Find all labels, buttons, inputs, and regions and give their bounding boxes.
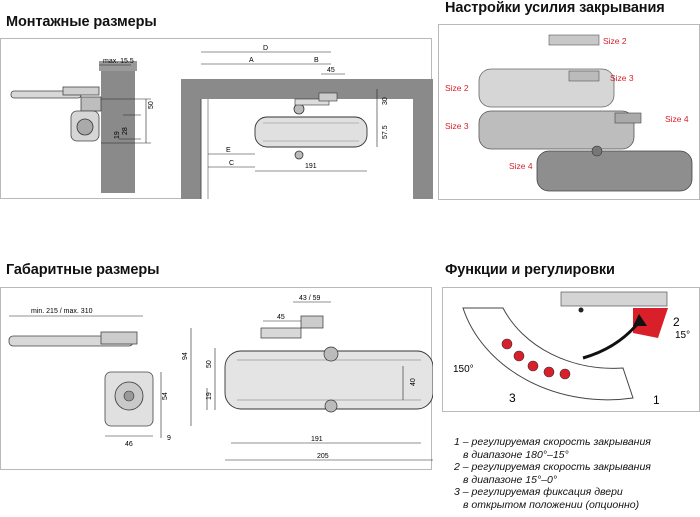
legend-line-6: в открытом положении (опционно) [463,498,640,511]
dim-40: 40 [410,378,417,386]
legend-line-4: в диапазоне 15°–0° [463,473,558,486]
dim-45-front: 45 [277,314,285,321]
mounting-dimensions-panel: max. 15.5 50 28 19 [0,38,433,199]
dim-D: D [263,45,268,52]
red-zone-15deg [633,308,668,338]
frame-top [99,61,137,71]
size-label-6: Size 4 [509,161,533,171]
legend-line-2: в диапазоне 180°–15° [463,448,569,461]
dim-9: 9 [167,435,171,442]
dim-19-front: 19 [206,392,213,400]
dim-94: 94 [182,352,189,360]
dim-50: 50 [148,101,155,109]
force-settings-diagram: Size 2 Size 2 Size 3 Size 3 Size 4 Size … [445,34,693,192]
side-arm-assembly [10,86,102,142]
size-label-4: Size 3 [445,121,469,131]
dim-C: C [229,160,234,167]
dim-50-front: 50 [206,360,213,368]
dim-191-top: 191 [305,163,317,170]
mounting-diagram: max. 15.5 50 28 19 [10,45,433,199]
title-overall-dimensions: Габаритные размеры [6,262,160,278]
dim-57-5: 57.5 [382,125,389,139]
dim-max-15-5: max. 15.5 [103,58,134,65]
angle-15: 15° [675,330,690,341]
functions-panel: 150° 15° 2 1 3 [442,287,700,412]
dim-46: 46 [125,441,133,448]
closing-arrow [582,321,641,360]
dim-B: B [314,57,319,64]
dim-205: 205 [317,453,329,460]
side-closer [8,331,154,427]
title-closing-force-settings: Настройки усилия закрывания [445,0,665,16]
pivot-point [578,307,584,313]
dim-A: A [249,57,254,64]
dim-30: 30 [382,97,389,105]
closer-size3-4 [478,110,642,150]
arrow-head [633,314,647,326]
front-closer [224,315,434,413]
closer-size2-3 [478,68,615,108]
legend-line-5: 3 – регулируемая фиксация двери [454,486,623,498]
front-overall-dims [190,301,433,461]
closer-top-bar [560,291,668,307]
marker-3: 3 [509,391,516,405]
title-functions-adjustments: Функции и регулировки [445,262,615,278]
closer-size4 [536,145,693,192]
dim-19: 19 [114,131,121,139]
functions-diagram: 150° 15° 2 1 3 [453,291,690,407]
closing-force-panel: Size 2 Size 2 Size 3 Size 3 Size 4 Size … [438,24,700,200]
top-dimension-lines [201,51,378,172]
side-overall-dims [9,315,162,438]
detent-markers [501,338,571,380]
overall-dimensions-panel: min. 215 / max. 310 54 46 9 43 / 59 45 5… [0,287,434,470]
dim-54: 54 [162,392,169,400]
dim-191-front: 191 [311,436,323,443]
functions-legend: 1 – регулируемая скорость закрывания в д… [454,436,651,511]
frame-block [101,69,135,193]
plate-size2 [548,34,600,46]
marker-2: 2 [673,315,680,329]
closer-body-top [254,92,368,160]
door-area [201,99,413,199]
side-dimension-lines [99,64,151,144]
dim-45-top: 45 [327,67,335,74]
marker-1: 1 [653,393,660,407]
size-label-5: Size 4 [665,114,689,124]
size-label-1: Size 2 [603,36,627,46]
title-mounting-dimensions: Монтажные размеры [6,14,157,30]
angle-150: 150° [453,364,474,375]
dim-28: 28 [122,127,129,135]
wall-frame [181,79,433,199]
dim-E: E [226,147,231,154]
dim-43-59: 43 / 59 [299,295,321,302]
size-label-3: Size 3 [610,73,634,83]
legend-line-3: 2 – регулируемая скорость закрывания [454,461,651,473]
legend-line-1: 1 – регулируемая скорость закрывания [454,436,651,448]
dim-min-max: min. 215 / max. 310 [31,308,93,315]
rotation-sector [462,307,634,401]
overall-diagram: min. 215 / max. 310 54 46 9 43 / 59 45 5… [8,295,434,461]
size-label-2: Size 2 [445,83,469,93]
